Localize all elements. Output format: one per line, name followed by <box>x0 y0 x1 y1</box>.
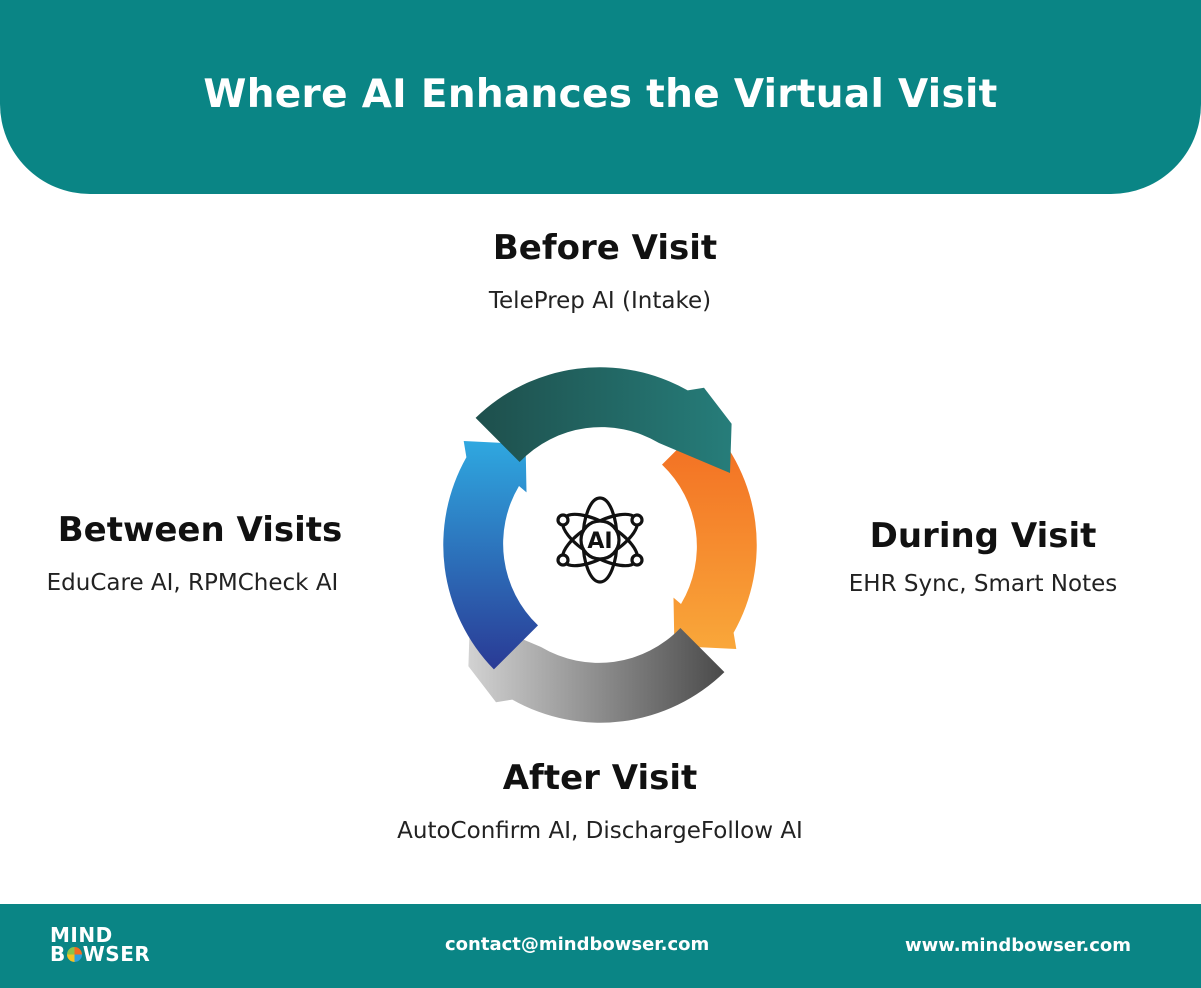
logo-bottom-prefix: B <box>50 942 66 966</box>
logo-top-text: MIND <box>50 923 113 947</box>
arrow-segment-before <box>475 367 732 473</box>
stage-during-subtitle: EHR Sync, Smart Notes <box>848 571 1118 597</box>
logo-bottom-suffix: WSER <box>82 942 151 966</box>
center-ai-label: AI <box>587 529 612 554</box>
stage-during-title: During Visit <box>869 516 1097 556</box>
stage-before-subtitle: TelePrep AI (Intake) <box>488 288 712 314</box>
logo-bottom-text: B WSER <box>50 942 151 966</box>
arrow-segment-during <box>662 420 757 649</box>
website-link[interactable]: www.mindbowser.com <box>905 935 1131 956</box>
stage-after-title: After Visit <box>502 758 698 798</box>
stage-between-title: Between Visits <box>57 510 343 550</box>
atom-ai-icon: AI <box>556 496 644 584</box>
page-title: Where AI Enhances the Virtual Visit <box>203 72 998 117</box>
header-banner: Where AI Enhances the Virtual Visit <box>0 0 1201 194</box>
stage-after-subtitle: AutoConfirm AI, DischargeFollow AI <box>397 818 803 844</box>
cycle-arrows <box>443 367 757 723</box>
contact-email-link[interactable]: contact@mindbowser.com <box>445 934 710 955</box>
logo-circle-icon <box>66 947 82 962</box>
mindbowser-logo: MIND B WSER <box>50 923 151 966</box>
footer-bar: MIND B WSER contact@mindbowser.com www.mi… <box>0 904 1201 988</box>
arrow-segment-after <box>468 617 725 723</box>
arrow-segment-between <box>443 441 538 670</box>
stage-before-title: Before Visit <box>492 228 718 268</box>
stage-between-subtitle: EduCare AI, RPMCheck AI <box>46 570 339 596</box>
cycle-diagram: AI <box>400 345 800 745</box>
